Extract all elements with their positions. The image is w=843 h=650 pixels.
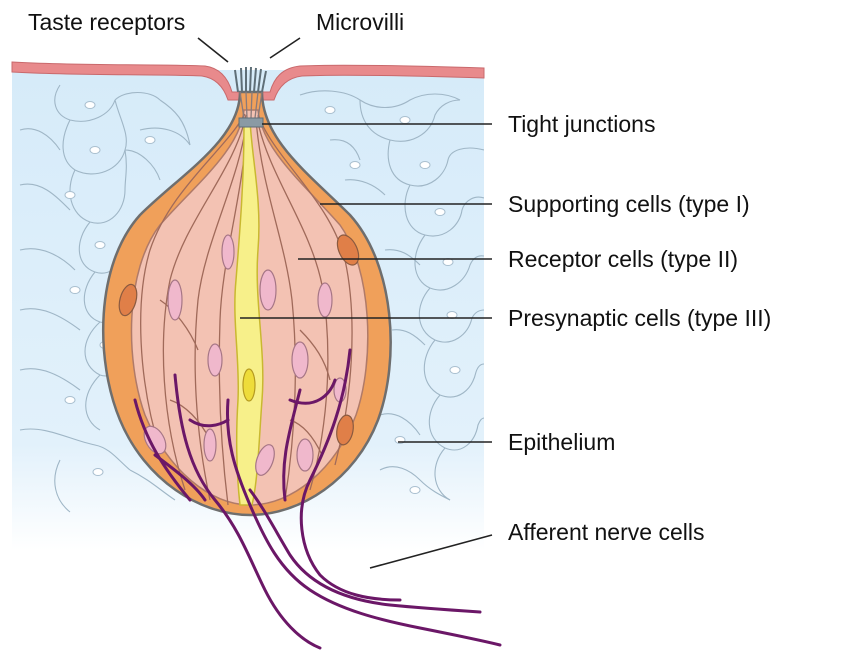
label-epithelium: Epithelium	[508, 429, 615, 455]
tight-junctions	[239, 118, 263, 127]
label-supporting-cells: Supporting cells (type I)	[508, 191, 750, 217]
label-microvilli: Microvilli	[316, 9, 404, 35]
label-receptor-cells: Receptor cells (type II)	[508, 246, 738, 272]
label-taste-receptors: Taste receptors	[28, 9, 185, 35]
label-tight-junctions: Tight junctions	[508, 111, 655, 137]
label-presynaptic-cells: Presynaptic cells (type III)	[508, 305, 771, 331]
label-afferent-nerve-cells: Afferent nerve cells	[508, 519, 704, 545]
